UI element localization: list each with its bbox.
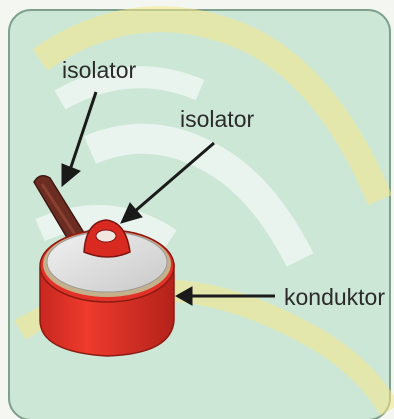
label-isolator-knob: isolator: [180, 108, 254, 131]
label-konduktor: konduktor: [284, 286, 385, 309]
label-isolator-handle: isolator: [62, 59, 136, 82]
